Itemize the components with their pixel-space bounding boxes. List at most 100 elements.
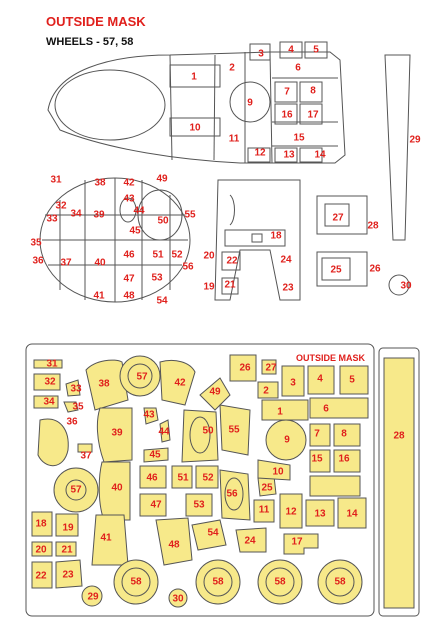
drawing-label-28: 28 [367,221,379,232]
mask-label-31: 31 [46,359,58,370]
mask-label-34: 34 [43,397,55,408]
drawing-label-50: 50 [157,216,169,227]
mask-label-55: 55 [228,425,240,436]
mask-label-18: 18 [35,519,47,530]
drawing-label-29: 29 [409,135,421,146]
mask-label-22: 22 [35,571,47,582]
drawing-label-31: 31 [50,175,62,186]
mask-label-19: 19 [62,523,74,534]
mask-label-10: 10 [272,467,284,478]
drawing-label-18: 18 [270,231,282,242]
drawing-label-49: 49 [156,174,168,185]
mask-label-46: 46 [146,473,158,484]
drawing-label-45: 45 [129,226,141,237]
drawing-label-23: 23 [282,283,294,294]
mask-label-56: 56 [226,489,238,500]
drawing-label-55: 55 [184,210,196,221]
drawing-label-26: 26 [369,264,381,275]
drawing-label-54: 54 [156,296,168,307]
drawing-label-53: 53 [151,273,163,284]
drawing-label-52: 52 [171,250,183,261]
drawing-label-34: 34 [70,209,82,220]
drawing-label-1: 1 [191,72,197,83]
drawing-label-36: 36 [32,256,44,267]
drawing-label-19: 19 [203,282,215,293]
mask-label-1: 1 [277,407,283,418]
mask-label-50: 50 [202,426,214,437]
mask-label-30: 30 [172,594,184,605]
mask-label-2: 2 [263,386,269,397]
drawing-label-47: 47 [123,274,135,285]
mask-label-5: 5 [349,375,355,386]
mask-label-47: 47 [150,500,162,511]
drawing-label-27: 27 [332,213,344,224]
mask-label-20: 20 [35,545,47,556]
mask-label-58: 58 [130,577,142,588]
drawing-label-44: 44 [133,206,145,217]
mask-label-32: 32 [44,377,56,388]
drawing-label-15: 15 [293,133,305,144]
mask-label-26: 26 [239,363,251,374]
mask-label-27: 27 [265,363,277,374]
mask-label-42: 42 [174,378,186,389]
mask-label-37: 37 [80,451,92,462]
mask-label-52: 52 [202,473,214,484]
mask-label-58: 58 [274,577,286,588]
mask-label-15: 15 [311,454,323,465]
mask-label-12: 12 [285,507,297,518]
drawing-label-35: 35 [30,238,42,249]
canopy-front-drawing [39,177,191,303]
mask-label-6: 6 [323,404,329,415]
drawing-label-41: 41 [93,291,105,302]
drawing-label-7: 7 [284,87,290,98]
drawing-label-13: 13 [283,150,295,161]
drawing-label-9: 9 [247,98,253,109]
mask-label-16: 16 [338,454,350,465]
drawing-label-3: 3 [258,49,264,60]
drawing-label-17: 17 [307,110,319,121]
mask-label-44: 44 [158,427,170,438]
mask-label-11: 11 [259,505,270,516]
mask-label-23: 23 [62,570,74,581]
drawing-label-38: 38 [94,178,106,189]
mask-label-33: 33 [70,384,82,395]
mask-label-58: 58 [212,577,224,588]
drawing-label-24: 24 [280,255,292,266]
mask-shapes [31,354,369,608]
mask-label-41: 41 [100,533,112,544]
drawing-label-4: 4 [288,45,294,56]
drawing-label-33: 33 [46,214,58,225]
mask-label-9: 9 [284,435,290,446]
mask-label-38: 38 [98,379,110,390]
mask-label-29: 29 [87,592,99,603]
drawing-label-16: 16 [281,110,293,121]
mask-label-3: 3 [290,378,296,389]
mask-label-40: 40 [111,483,123,494]
page-title: OUTSIDE MASK [46,14,146,29]
drawing-label-25: 25 [330,265,342,276]
drawing-label-30: 30 [400,281,412,292]
mask-label-8: 8 [341,429,347,440]
drawing-label-40: 40 [94,258,106,269]
mask-label-35: 35 [72,402,84,413]
mask-label-21: 21 [61,545,73,556]
mask-label-58: 58 [334,577,346,588]
mask-label-49: 49 [209,387,221,398]
mask-label-53: 53 [193,500,205,511]
mask-label-48: 48 [168,540,180,551]
tail-drawing [214,179,301,301]
drawing-label-46: 46 [123,250,135,261]
mask-label-43: 43 [143,410,155,421]
drawing-label-37: 37 [60,258,72,269]
drawing-label-22: 22 [226,256,238,267]
drawing-label-6: 6 [295,63,301,74]
drawing-label-43: 43 [123,194,135,205]
drawing-label-42: 42 [123,178,135,189]
drawing-label-2: 2 [229,63,235,74]
mask-label-36: 36 [66,417,78,428]
drawing-label-11: 11 [229,134,240,145]
drawing-label-32: 32 [55,201,67,212]
drawing-label-20: 20 [203,251,215,262]
